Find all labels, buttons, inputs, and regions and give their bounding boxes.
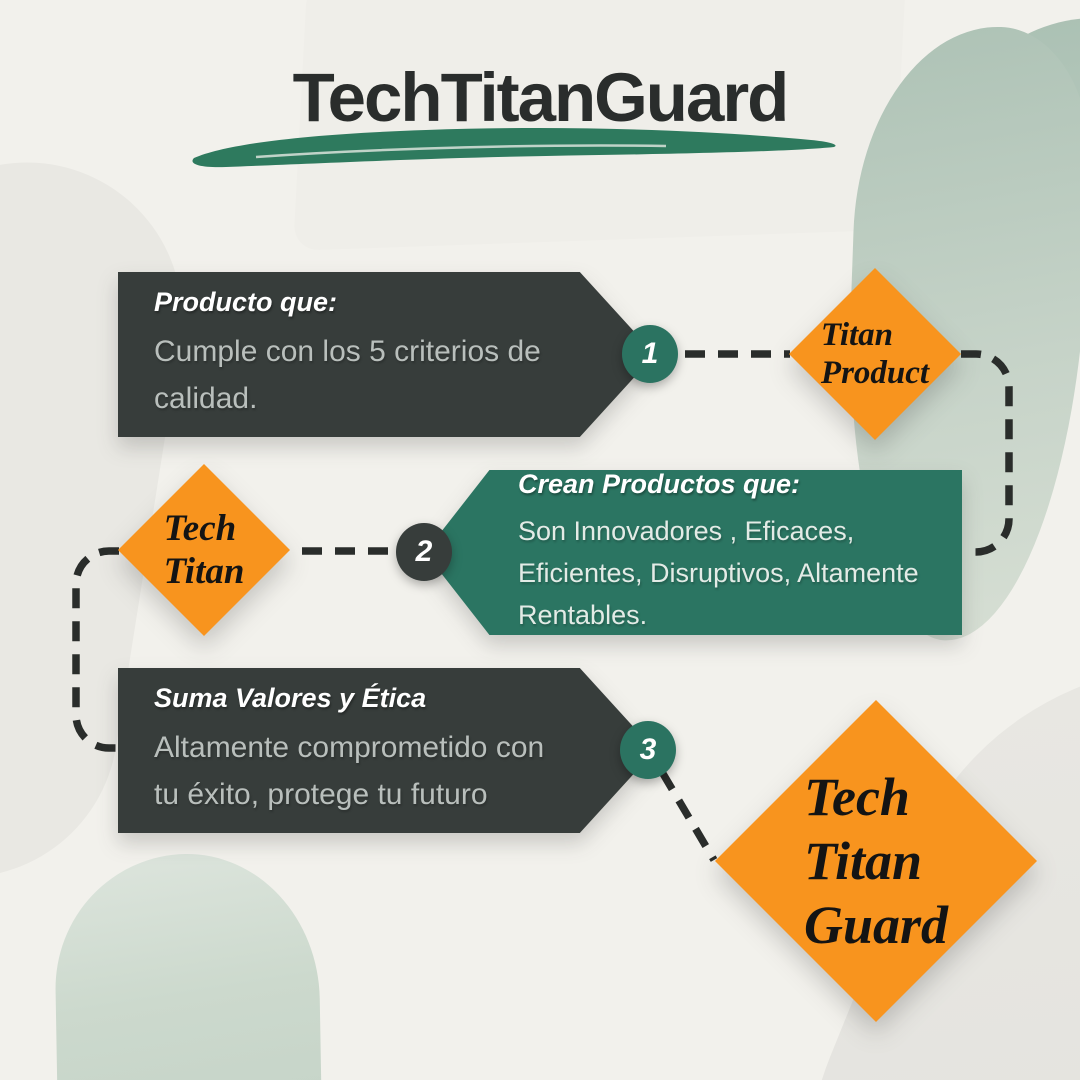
step1-number-badge: 1 xyxy=(622,325,678,383)
tech-titan-guard-diamond-shape: Tech Titan Guard xyxy=(715,700,1037,1022)
step2-banner-shape: Crean Productos que: Son Innovadores , E… xyxy=(425,470,962,635)
step2-body: Son Innovadores , Eficaces, Eficientes, … xyxy=(518,516,919,630)
step1-body: Cumple con los 5 criterios de calidad. xyxy=(154,335,541,415)
step2-heading: Crean Productos que: xyxy=(518,469,801,499)
step3-heading: Suma Valores y Ética xyxy=(154,683,427,713)
connector-titan-product-to-step2 xyxy=(961,350,1013,556)
connector-tech-titan-to-step3 xyxy=(72,547,119,752)
connector-step3-to-tech-titan-guard xyxy=(658,770,718,862)
step2-number-badge: 2 xyxy=(396,523,452,581)
step3-number-badge: 3 xyxy=(620,721,676,779)
tech-titan-guard-diamond: Tech Titan Guard xyxy=(715,700,1037,1022)
tech-titan-diamond-shape: Tech Titan xyxy=(118,464,290,636)
step2-number: 2 xyxy=(415,535,433,568)
step3-number: 3 xyxy=(639,733,657,766)
step1-banner: Producto que: Cumple con los 5 criterios… xyxy=(118,272,655,437)
tech-titan-diamond: Tech Titan xyxy=(118,464,290,636)
step1-heading: Producto que: xyxy=(154,287,337,317)
tech-titan-label: Tech Titan xyxy=(163,508,245,592)
step1-number: 1 xyxy=(641,337,659,370)
page-title: TechTitanGuard xyxy=(292,59,790,136)
step1-banner-shape: Producto que: Cumple con los 5 criterios… xyxy=(118,272,655,437)
tech-titan-guard-label: Tech Titan Guard xyxy=(803,767,949,955)
brush-underline-stroke xyxy=(192,128,836,168)
step3-body: Altamente comprometido con tu éxito, pro… xyxy=(154,731,545,811)
step2-banner: Crean Productos que: Son Innovadores , E… xyxy=(425,470,962,635)
step3-banner-shape: Suma Valores y Ética Altamente compromet… xyxy=(118,668,655,833)
step3-banner: Suma Valores y Ética Altamente compromet… xyxy=(118,668,655,833)
titan-product-label: Titan Product xyxy=(820,317,930,391)
titan-product-diamond-shape: Titan Product xyxy=(789,268,961,440)
titan-product-diamond: Titan Product xyxy=(789,268,961,440)
